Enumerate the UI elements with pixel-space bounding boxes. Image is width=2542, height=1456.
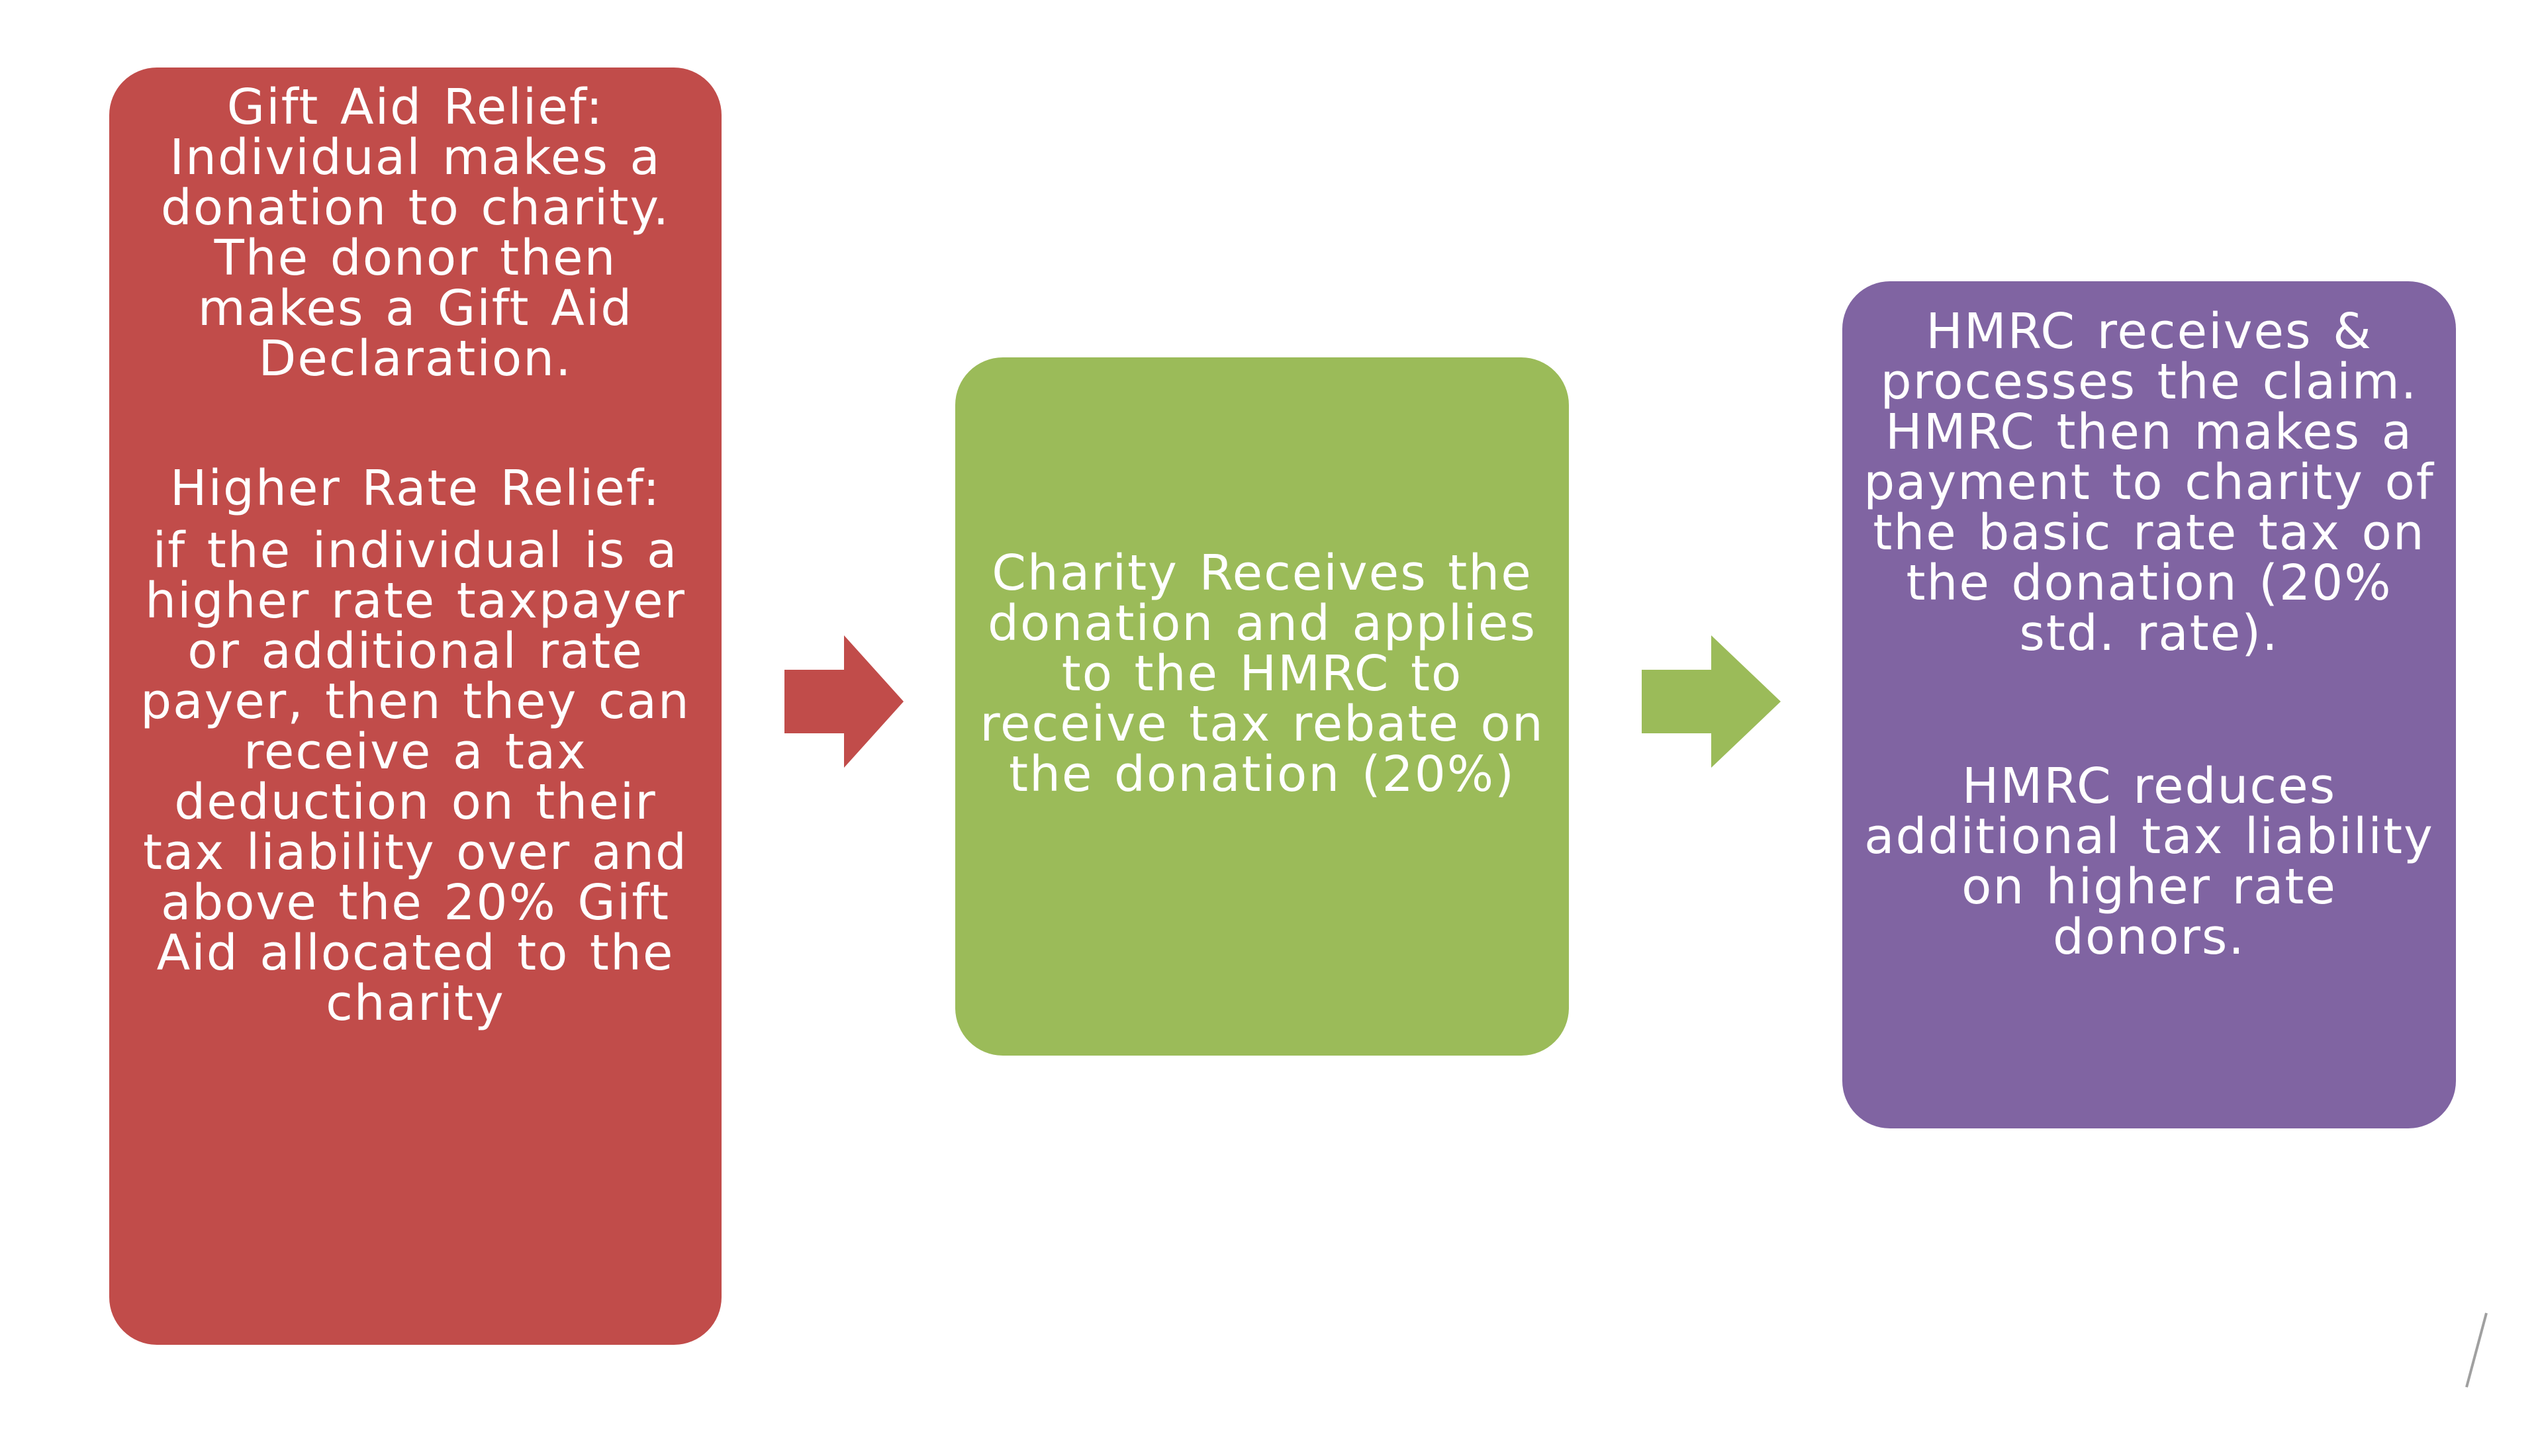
gift-aid-relief-box: Gift Aid Relief: Individual makes a dona… bbox=[109, 68, 722, 1345]
hmrc-claim-text: HMRC receives & processes the claim. HMR… bbox=[1863, 303, 2435, 662]
right-arrow-icon bbox=[1642, 635, 1781, 768]
higher-rate-relief-text: if the individual is a higher rate taxpa… bbox=[140, 522, 690, 1032]
right-arrow-icon bbox=[784, 635, 904, 768]
higher-rate-relief-heading: Higher Rate Relief: bbox=[169, 460, 661, 517]
charity-receives-text: Charity Receives the donation and applie… bbox=[980, 544, 1544, 803]
corner-mark bbox=[2465, 1312, 2488, 1388]
hmrc-liability-text: HMRC reduces additional tax liability on… bbox=[1864, 758, 2434, 966]
gift-aid-relief-text: Gift Aid Relief: Individual makes a dona… bbox=[160, 79, 671, 387]
charity-receives-box: Charity Receives the donation and applie… bbox=[955, 357, 1569, 1056]
hmrc-processing-box: HMRC receives & processes the claim. HMR… bbox=[1842, 281, 2456, 1128]
